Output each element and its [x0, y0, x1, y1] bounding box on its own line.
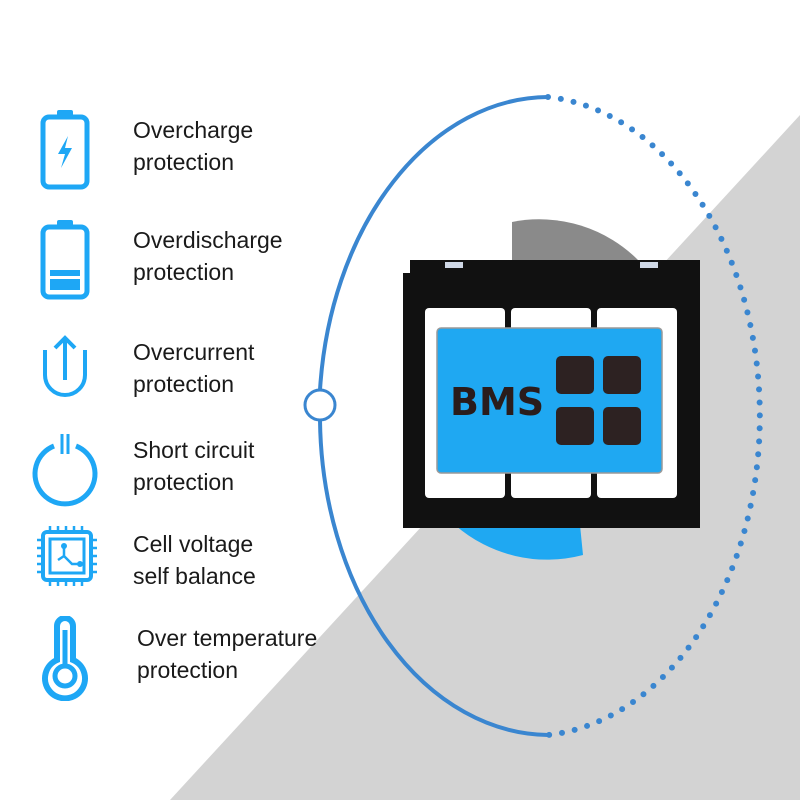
chip-square: [603, 356, 641, 394]
feature-over-temperature: Over temperature protection: [0, 616, 380, 706]
feature-short-circuit: Short circuit protection: [0, 428, 380, 518]
feature-overcurrent: Overcurrent protection: [0, 330, 380, 420]
feature-cell-balance: Cell voltage self balance: [0, 522, 380, 612]
chip-square: [556, 356, 594, 394]
feature-title: Over temperature: [137, 625, 318, 651]
chip-square: [603, 407, 641, 445]
chip-icon: [37, 526, 97, 586]
current-arrow-icon: [43, 335, 87, 397]
solid-arc-top: [318, 95, 549, 391]
arc-node: [303, 388, 337, 422]
feature-title: Short circuit: [133, 437, 255, 463]
blue-circle-fragment: [455, 525, 583, 560]
feature-subtitle: protection: [137, 657, 239, 683]
chip-square: [556, 407, 594, 445]
dotted-arc: [545, 94, 763, 738]
feature-title: Cell voltage: [133, 531, 254, 557]
solid-arc-bottom: [318, 419, 549, 737]
battery-charging-icon: [40, 110, 90, 190]
feature-subtitle: protection: [133, 469, 235, 495]
feature-overcharge: Overcharge protection: [0, 108, 380, 198]
battery-low-icon: [40, 220, 90, 300]
feature-subtitle: self balance: [133, 563, 256, 589]
battery-illustration: [403, 260, 700, 528]
feature-title: Overcharge: [133, 117, 254, 143]
feature-subtitle: protection: [133, 371, 235, 397]
thermometer-icon: [42, 616, 88, 701]
feature-subtitle: protection: [133, 149, 235, 175]
gray-circle-fragment: [512, 219, 640, 262]
power-icon: [32, 434, 98, 507]
feature-subtitle: protection: [133, 259, 235, 285]
feature-title: Overcurrent: [133, 339, 255, 365]
feature-title: Overdischarge: [133, 227, 283, 253]
feature-overdischarge: Overdischarge protection: [0, 218, 380, 308]
bms-label: BMS: [450, 380, 545, 424]
